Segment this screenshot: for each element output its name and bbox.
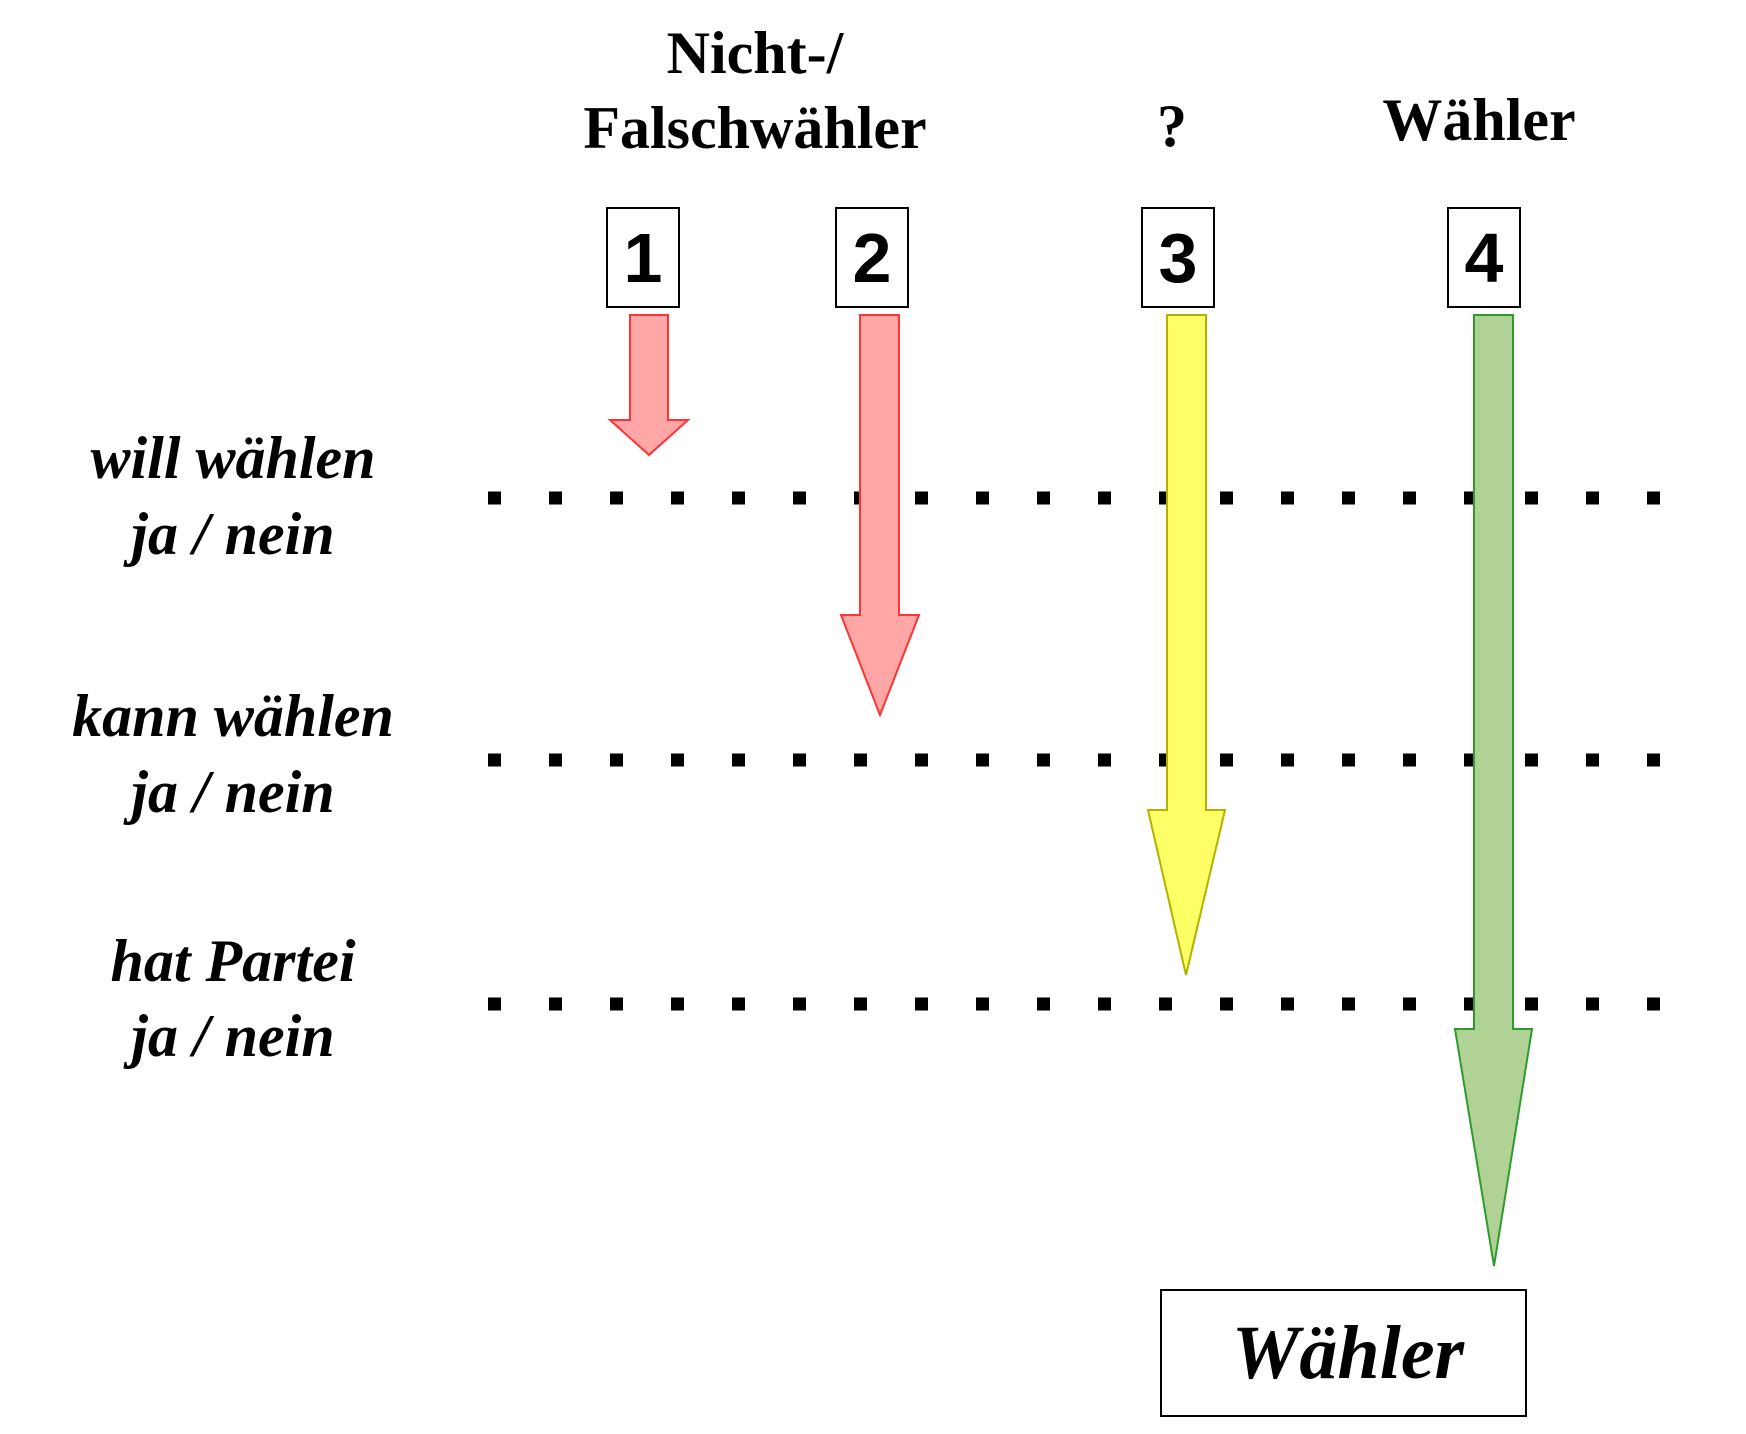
- path-number-4: 4: [1465, 219, 1504, 297]
- path-arrow-2: [839, 314, 921, 718]
- path-number-3: 3: [1159, 219, 1198, 297]
- header-nonvoters-line2: Falschwähler: [583, 95, 926, 161]
- path-number-box-4: 4: [1447, 207, 1521, 308]
- path-arrow-4: [1453, 314, 1534, 1267]
- path-arrow-1: [607, 314, 691, 457]
- criterion-label-3-line1: hat Partei: [110, 928, 355, 994]
- result-box: Wähler: [1160, 1289, 1527, 1417]
- path-arrow-3: [1146, 314, 1227, 976]
- path-number-1: 1: [624, 219, 663, 297]
- path-number-box-3: 3: [1141, 207, 1215, 308]
- criterion-label-1-line1: will wählen: [90, 425, 375, 491]
- criterion-label-1-line2: ja / nein: [123, 501, 334, 567]
- header-unknown: ?: [1157, 93, 1187, 159]
- result-label: Wähler: [1232, 1311, 1466, 1395]
- path-number-box-2: 2: [835, 207, 909, 308]
- path-number-box-1: 1: [606, 207, 680, 308]
- header-voters: Wähler: [1382, 87, 1575, 153]
- criterion-label-2-line1: kann wählen: [72, 683, 394, 749]
- criterion-label-2-line2: ja / nein: [123, 759, 334, 825]
- header-nonvoters-line1: Nicht-/: [667, 20, 845, 86]
- criterion-label-3-line2: ja / nein: [123, 1003, 334, 1069]
- path-number-2: 2: [853, 219, 892, 297]
